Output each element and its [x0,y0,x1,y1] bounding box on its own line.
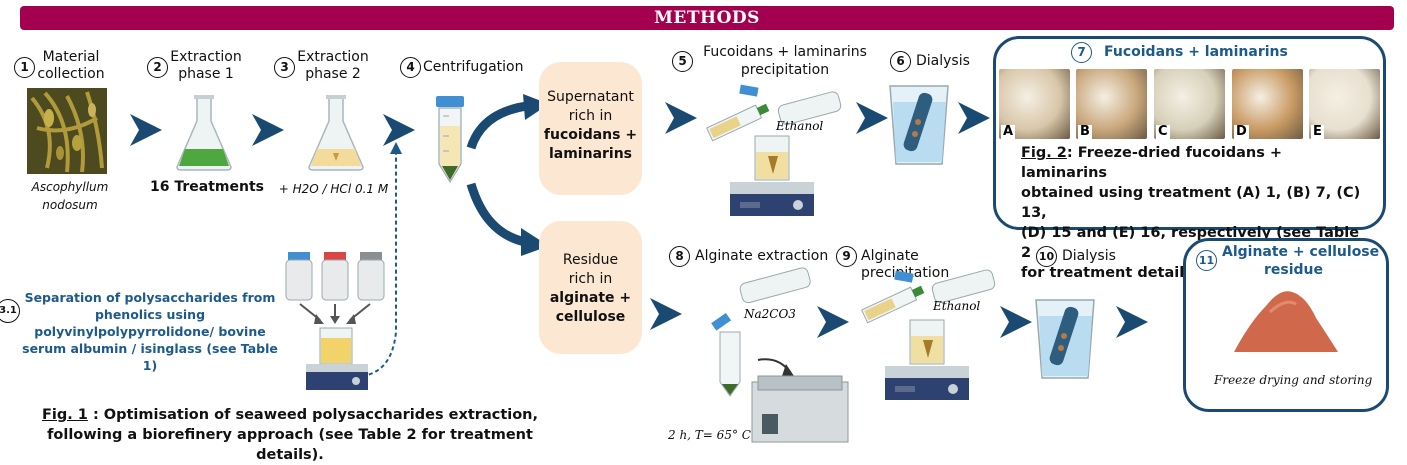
chevron-arrow-10 [1116,306,1148,338]
step-3-1-number: 3.1 [0,299,20,323]
freeze-dried-photo-e: E [1309,69,1380,139]
supernatant-line3: fucoidans + [543,127,638,143]
curved-arrow-down [466,182,549,256]
step-5-label-line2: precipitation [740,62,830,78]
curved-arrow-up [466,94,549,150]
residue-line3: alginate + [549,290,632,306]
step-11-sub: Freeze drying and storing [1214,373,1373,387]
chevron-arrow-8 [817,306,849,338]
step-2-label-line1: Extraction [170,49,242,65]
chevron-arrow-1 [130,114,162,146]
fig2-line2: obtained using treatment (A) 1, (B) 7, (… [1021,185,1361,221]
step-3-label-line2: phase 2 [305,66,361,82]
centrifuge-tube-icon [436,96,464,184]
chevron-arrow-5 [856,102,888,134]
step-1-number: 1 [14,57,35,78]
precipitation-setup-icon: Ethanol [706,84,842,216]
residue-line2: rich in [568,271,613,287]
step-7-title: Fucoidans + laminarins [1104,44,1288,60]
step-3-sub: + H2O / HCl 0.1 M [278,182,389,196]
step-11-title-line1: Alginate + cellulose [1222,244,1380,260]
chevron-arrow-9 [1000,306,1032,338]
step-3-1-line4: serum albumin / isinglass (see Table 1) [22,341,278,373]
supernatant-box: Supernatant rich in fucoidans + laminari… [539,62,642,195]
fig1-line1: : Optimisation of seaweed polysaccharide… [87,407,539,423]
step-2-number: 2 [147,57,168,78]
step-7-number: 7 [1071,42,1092,63]
species-name-line1: Ascophyllum [31,180,109,194]
step-2-sub: 16 Treatments [150,179,264,195]
chevron-arrow-2 [252,114,284,146]
chevron-arrow-6 [958,102,990,134]
fig2-caption: Fig. 2: Freeze-dried fucoidans + laminar… [1021,143,1371,283]
residue-pile-icon [1234,291,1338,352]
photo-letter-label: B [1078,124,1092,139]
fig2-line4: for treatment details). [1021,265,1205,281]
step-5-reagent: Ethanol [775,119,823,133]
step-8-condition: 2 h, T= 65° C [668,428,751,442]
step-11-title-line2: residue [1264,262,1324,278]
fig2-line1: : Freeze-dried fucoidans + laminarins [1021,145,1283,181]
flask-green-icon [176,95,232,171]
step-2-label-line2: phase 1 [178,66,234,82]
supernatant-line2: rich in [568,108,613,124]
freeze-dried-photo-d: D [1232,69,1303,139]
step-3-1-line1: Separation of polysaccharides from [24,290,276,305]
step-1-label-line1: Material [42,49,100,65]
step-8-reagent: Na2CO3 [743,307,796,321]
residue-box: Residue rich in alginate + cellulose [539,221,642,354]
species-name-line2: nodosum [42,198,98,212]
step-6-number: 6 [890,51,911,72]
supernatant-line4: laminarins [548,146,633,162]
step-9-reagent: Ethanol [932,299,980,313]
residue-line4: cellulose [555,309,626,325]
fig1-label: Fig. 1 [41,407,88,423]
step-4-label: Centrifugation [423,59,524,75]
photo-letter-label: C [1156,124,1170,139]
flask-yellow-icon [308,95,364,171]
step-10-number: 10 [1036,246,1057,267]
alginate-extraction-icon: Na2CO3 [711,267,849,443]
separation-setup-icon [285,252,385,390]
step-8-label: Alginate extraction [695,248,829,264]
chevron-arrow-7 [650,298,682,330]
step-3-1-line3: polyvinylpolypyrrolidone/ bovine [34,324,266,339]
step-10-label: Dialysis [1062,248,1116,264]
supernatant-line1: Supernatant [547,89,634,105]
step-11-number: 11 [1196,250,1217,271]
dialysis-beaker-2-icon [1035,299,1095,379]
step-1-label-line2: collection [37,66,105,82]
freeze-dried-photo-a: A [999,69,1070,139]
fig2-label: Fig. 2 [1021,145,1067,161]
residue-line1: Residue [562,252,619,268]
step-9-number: 9 [836,246,857,267]
alginate-precipitation-icon: Ethanol [861,269,996,400]
step-5-number: 5 [672,51,693,72]
fig1-caption: Fig. 1 : Optimisation of seaweed polysac… [20,405,560,465]
seaweed-photo [27,88,107,174]
step-3-number: 3 [274,57,295,78]
dashed-arrow-to-step4 [361,142,402,377]
freeze-dried-photo-c: C [1154,69,1225,139]
chevron-arrow-3 [383,114,415,146]
step-4-number: 4 [400,57,421,78]
photo-letter-label: D [1234,124,1249,139]
chevron-arrow-4 [665,102,697,134]
step-3-label-line1: Extraction [297,49,369,65]
photo-letter-label: E [1311,124,1324,139]
freeze-dried-photo-b: B [1076,69,1147,139]
step-5-label-line1: Fucoidans + laminarins [703,44,867,60]
step-9-label: Alginate precipitation [861,248,949,281]
step-6-label: Dialysis [916,53,970,69]
photo-letter-label: A [1001,124,1016,139]
methods-banner: METHODS [20,6,1394,30]
step-3-1-line2: phenolics using [94,307,206,322]
fig2-line3: (D) 15 and (E) 16, respectively (see Tab… [1021,225,1360,261]
fig1-line2: following a biorefinery approach (see Ta… [47,427,533,463]
dialysis-beaker-icon [889,85,949,165]
step-8-number: 8 [669,246,690,267]
